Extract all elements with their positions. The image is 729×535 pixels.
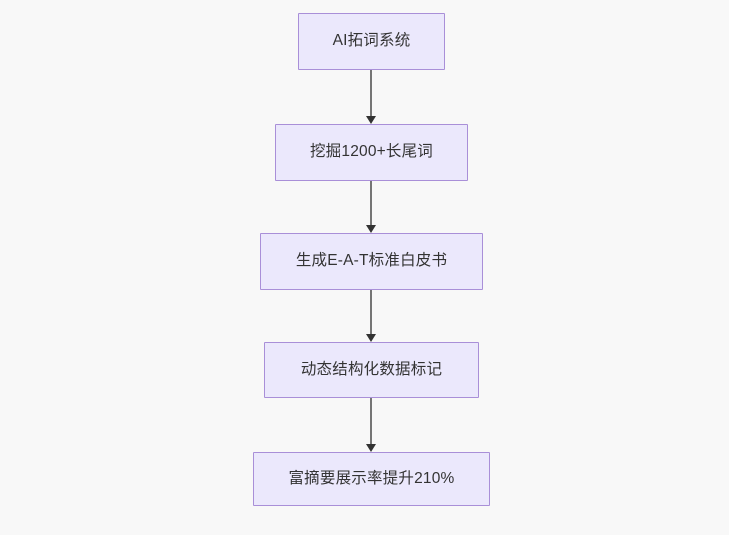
edge-line <box>370 70 372 116</box>
flowchart-node-mine-longtail-keywords[interactable]: 挖掘1200+长尾词 <box>275 124 468 181</box>
edge-line <box>370 290 372 334</box>
arrowhead-icon <box>366 334 376 342</box>
arrowhead-icon <box>366 444 376 452</box>
flowchart-node-dynamic-structured-data-markup[interactable]: 动态结构化数据标记 <box>264 342 479 398</box>
arrowhead-icon <box>366 225 376 233</box>
flowchart-node-generate-eat-whitepaper[interactable]: 生成E-A-T标准白皮书 <box>260 233 483 290</box>
arrowhead-icon <box>366 116 376 124</box>
flowchart-node-rich-snippet-uplift[interactable]: 富摘要展示率提升210% <box>253 452 490 506</box>
flowchart-node-ai-keyword-system[interactable]: AI拓词系统 <box>298 13 445 70</box>
edge-line <box>370 181 372 225</box>
edge-line <box>370 398 372 444</box>
